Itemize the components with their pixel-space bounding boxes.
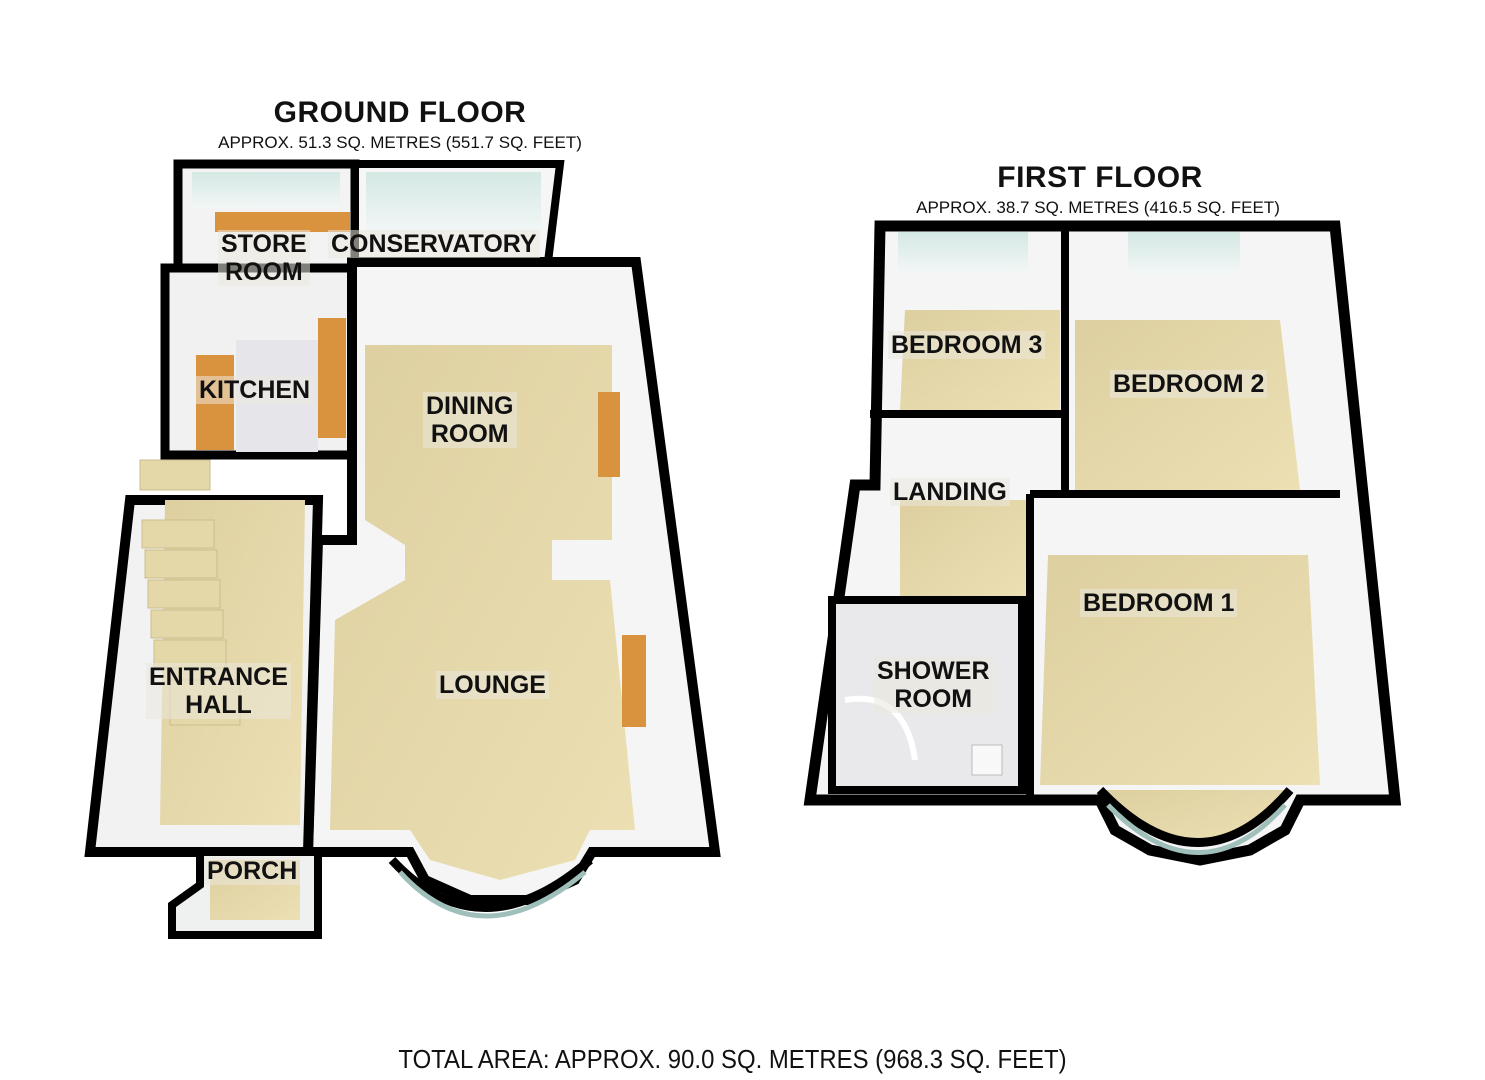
first-floor-plan (803, 220, 1402, 866)
room-label-shower-room: SHOWER ROOM (874, 657, 993, 713)
room-label-bedroom-3: BEDROOM 3 (888, 331, 1046, 359)
ground-floor-area: APPROX. 51.3 SQ. METRES (551.7 SQ. FEET) (218, 133, 582, 152)
room-label-lounge: LOUNGE (436, 671, 549, 699)
ground-floor-plan (84, 159, 721, 939)
ground-floor-title: GROUND FLOOR (273, 96, 527, 129)
room-label-dining-room: DINING ROOM (423, 392, 517, 448)
room-label-landing: LANDING (890, 478, 1010, 506)
room-label-bedroom-1: BEDROOM 1 (1080, 589, 1238, 617)
room-label-kitchen: KITCHEN (196, 376, 314, 404)
first-floor-area: APPROX. 38.7 SQ. METRES (416.5 SQ. FEET) (916, 198, 1280, 217)
first-floor-title: FIRST FLOOR (997, 161, 1203, 194)
room-label-conservatory: CONSERVATORY (328, 230, 540, 258)
total-area: TOTAL AREA: APPROX. 90.0 SQ. METRES (968… (398, 1044, 1067, 1074)
room-label-porch: PORCH (204, 857, 301, 885)
room-label-store-room: STORE ROOM (218, 230, 310, 286)
room-label-entrance-hall: ENTRANCE HALL (146, 663, 291, 719)
room-label-bedroom-2: BEDROOM 2 (1110, 370, 1268, 398)
